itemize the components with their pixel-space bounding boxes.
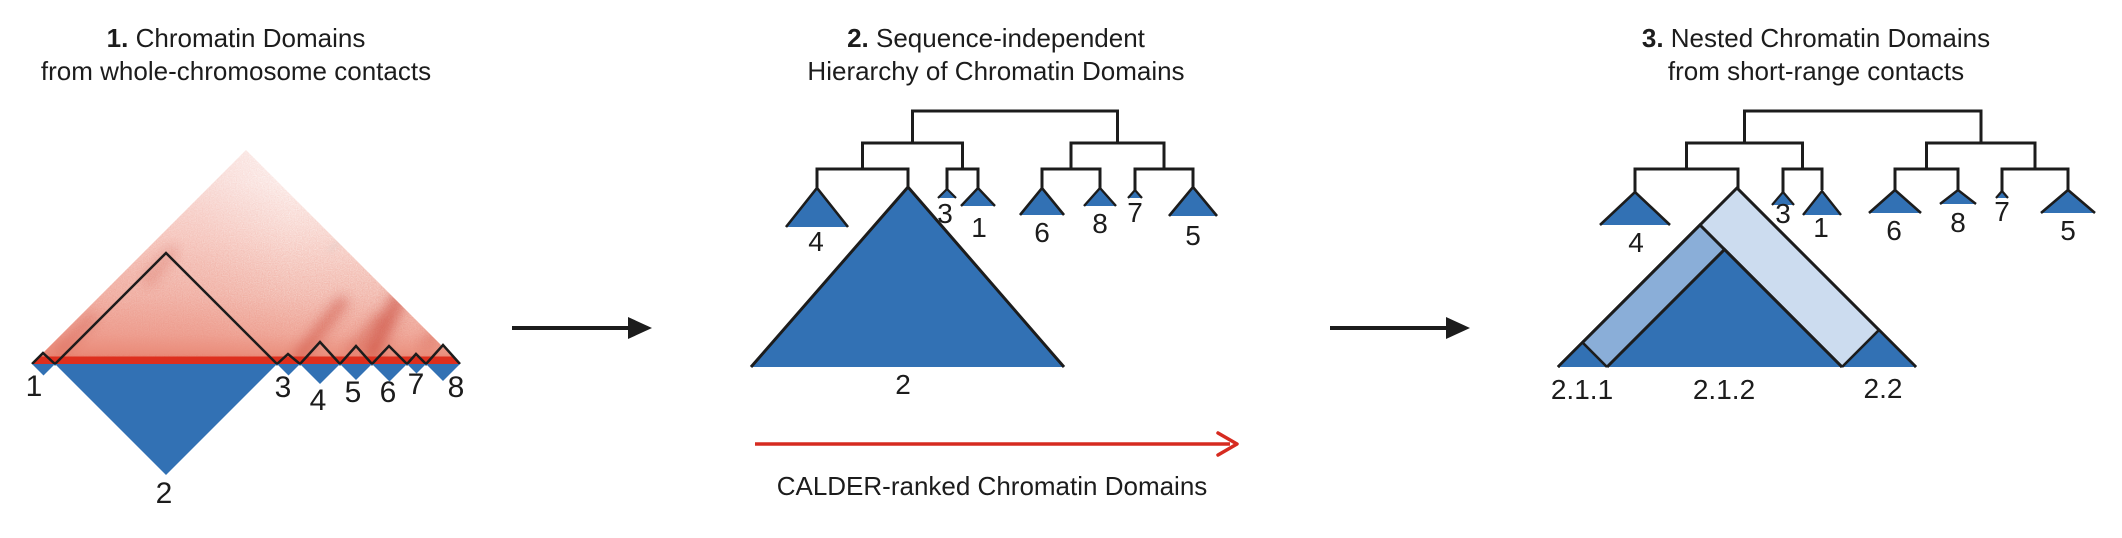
panel2-title-text: Sequence-independent xyxy=(876,23,1145,53)
domain-triangle-8 xyxy=(426,364,460,381)
leaf-triangle-4 xyxy=(784,185,850,228)
arrow-head-icon xyxy=(628,317,652,339)
domain-triangle-6 xyxy=(372,364,407,382)
panel2-leaf-labels: 4 2 3 1 6 8 7 5 xyxy=(808,197,1201,400)
domain-label: 3 xyxy=(275,371,292,404)
leaf-triangle-8 xyxy=(1083,186,1117,207)
heatmap-streak xyxy=(55,313,97,355)
leaf-label: 4 xyxy=(808,226,824,257)
domain-label: 7 xyxy=(408,368,425,401)
panel1-heatmap: 1 2 3 4 5 6 7 8 xyxy=(26,150,465,510)
panel3-title: 3. Nested Chromatin Domains from short-r… xyxy=(1642,22,1990,88)
leaf-triangle-1 xyxy=(960,186,996,207)
panel2-title: 2. Sequence-independent Hierarchy of Chr… xyxy=(807,22,1184,88)
panel2-leaf-triangles xyxy=(749,184,1219,368)
leaf-triangle-1 xyxy=(1802,189,1842,216)
leaf-label: 4 xyxy=(1628,227,1644,258)
leaf-label: 3 xyxy=(1775,198,1791,229)
panel3-title-text: Nested Chromatin Domains xyxy=(1670,23,1991,53)
arrow-head-icon xyxy=(1446,317,1470,339)
leaf-triangle-7 xyxy=(1995,189,2009,199)
domain-label: 6 xyxy=(380,376,397,409)
leaf-label: 6 xyxy=(1886,215,1902,246)
leaf-label: 5 xyxy=(2060,215,2076,246)
panel1-title-number: 1. xyxy=(106,23,129,53)
calder-arrow-head xyxy=(1216,431,1239,457)
domain-label: 1 xyxy=(26,370,43,403)
heatmap-gray-streak xyxy=(328,178,412,252)
domain-label: 4 xyxy=(310,384,327,417)
leaf-label: 8 xyxy=(1950,207,1966,238)
panel3-labels: 4 3 1 6 8 7 5 2.1.1 2.1.2 2.2 xyxy=(1551,196,2076,405)
leaf-label: 7 xyxy=(1994,196,2010,227)
leaf-triangle-6 xyxy=(1018,185,1066,216)
leaf-triangle-5 xyxy=(2040,188,2096,214)
domain-triangle-1 xyxy=(32,364,55,376)
panel3-dendrogram: 4 3 1 6 8 7 5 2.1.1 2.1.2 2.2 xyxy=(1551,109,2096,405)
leaf-triangle-4 xyxy=(1599,190,1671,226)
leaf-label: 3 xyxy=(937,198,953,229)
domain-triangle-4 xyxy=(300,364,340,384)
panel2-dendrogram: 4 2 3 1 6 8 7 5 xyxy=(749,109,1219,400)
arrow-panel1-to-panel2 xyxy=(512,317,652,339)
domain-triangle-2 xyxy=(55,364,277,475)
panel1-domain-triangles xyxy=(32,364,460,475)
panel1-title-text: Chromatin Domains xyxy=(135,23,366,53)
nested-label: 2.1.2 xyxy=(1693,374,1755,405)
leaf-triangle-8 xyxy=(1939,188,1977,205)
leaf-triangle-5 xyxy=(1167,184,1219,217)
calder-arrow-icon xyxy=(755,431,1239,457)
panel3-title-line2: from short-range contacts xyxy=(1667,56,1965,86)
heatmap-red-band xyxy=(32,356,460,364)
leaf-label: 5 xyxy=(1185,220,1201,251)
heatmap-streak xyxy=(347,313,385,355)
heatmap-streak xyxy=(364,292,406,360)
panel1-title: 1. Chromatin Domains from whole-chromoso… xyxy=(41,22,431,88)
nested-domain-2-2 xyxy=(1841,328,1917,368)
leaf-triangle-3 xyxy=(937,187,957,199)
dendrogram-lines xyxy=(815,109,1195,192)
dendrogram-lines xyxy=(1633,109,2070,193)
leaf-triangle-6 xyxy=(1868,188,1922,214)
leaf-label: 1 xyxy=(1813,212,1829,243)
panel3-leaf-triangles xyxy=(1599,188,2096,226)
domain-label: 5 xyxy=(345,376,362,409)
nested-domain-2-1-2 xyxy=(1605,247,1844,369)
leaf-triangle-3 xyxy=(1771,190,1795,206)
calder-caption: CALDER-ranked Chromatin Domains xyxy=(776,471,1208,501)
panel2-title-number: 2. xyxy=(847,23,869,53)
nested-domain-2-1-1 xyxy=(1557,340,1608,368)
domain-label: 8 xyxy=(448,371,465,404)
domain-triangle-3 xyxy=(277,364,300,376)
panel1-title-line2: from whole-chromosome contacts xyxy=(40,56,432,86)
panel3-title-number: 3. xyxy=(1641,23,1664,53)
arrow-panel2-to-panel3 xyxy=(1330,317,1470,339)
leaf-label: 7 xyxy=(1127,197,1143,228)
panel1-domain-labels: 1 2 3 4 5 6 7 8 xyxy=(26,368,465,510)
leaf-label: 2 xyxy=(895,369,911,400)
nested-label: 2.2 xyxy=(1864,373,1903,404)
domain-triangle-5 xyxy=(340,364,372,380)
leaf-label: 8 xyxy=(1092,208,1108,239)
heatmap-streak xyxy=(294,296,348,362)
domain-label: 2 xyxy=(156,477,173,510)
domain-triangle-7 xyxy=(407,364,426,374)
leaf-label: 6 xyxy=(1034,217,1050,248)
leaf-triangle-2 xyxy=(749,184,1066,368)
leaf-label: 1 xyxy=(971,212,987,243)
panel2-title-line2: Hierarchy of Chromatin Domains xyxy=(807,56,1185,86)
leaf-triangle-7 xyxy=(1127,188,1143,199)
nested-label: 2.1.1 xyxy=(1551,374,1613,405)
